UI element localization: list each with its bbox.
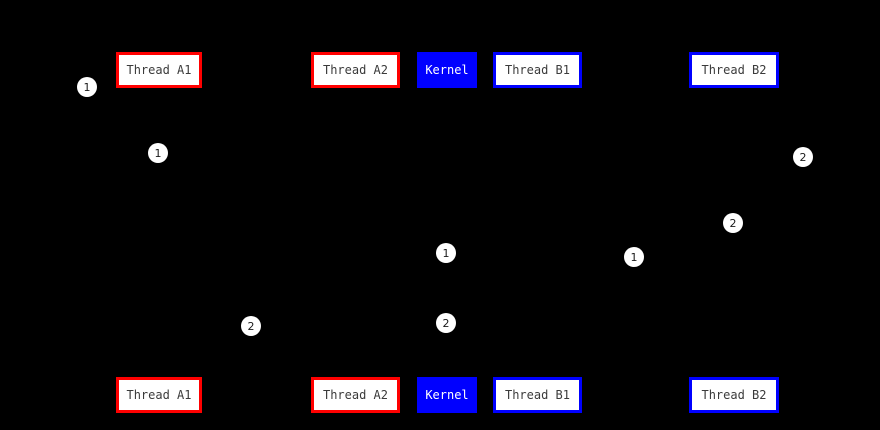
participant-box-thread-b2-top[interactable]: Thread B2 bbox=[689, 52, 779, 88]
lifeline-thread-a1 bbox=[159, 88, 160, 377]
lifeline-thread-b1 bbox=[538, 88, 539, 377]
participant-label: Thread A1 bbox=[126, 388, 192, 402]
sequence-badge: 2 bbox=[793, 147, 813, 167]
participant-label: Kernel bbox=[425, 388, 469, 402]
participant-box-thread-a2-bottom[interactable]: Thread A2 bbox=[311, 377, 400, 413]
participant-label: Thread B2 bbox=[701, 63, 767, 77]
message-arrow bbox=[447, 223, 734, 224]
sequence-badge: 2 bbox=[723, 213, 743, 233]
message-arrow bbox=[159, 253, 447, 254]
participant-box-thread-b2-bottom[interactable]: Thread B2 bbox=[689, 377, 779, 413]
sequence-badge: 2 bbox=[436, 313, 456, 333]
participant-box-thread-a1-top[interactable]: Thread A1 bbox=[116, 52, 202, 88]
participant-label: Thread B1 bbox=[504, 63, 571, 77]
sequence-badge: 1 bbox=[624, 247, 644, 267]
participant-label: Thread A1 bbox=[126, 63, 192, 77]
sequence-badge: 1 bbox=[77, 77, 97, 97]
sequence-badge: 1 bbox=[148, 143, 168, 163]
participant-label: Thread A2 bbox=[322, 388, 389, 402]
participant-box-thread-a1-bottom[interactable]: Thread A1 bbox=[116, 377, 202, 413]
sequence-badge: 1 bbox=[436, 243, 456, 263]
participant-label: Kernel bbox=[425, 63, 469, 77]
message-arrow bbox=[159, 153, 447, 154]
lifeline-kernel bbox=[447, 88, 448, 377]
participant-label: Thread B2 bbox=[701, 388, 767, 402]
message-arrow bbox=[447, 157, 734, 158]
lifeline-thread-a2 bbox=[356, 88, 357, 377]
participant-label: Thread B1 bbox=[504, 388, 571, 402]
participant-box-kernel-top[interactable]: Kernel bbox=[417, 52, 477, 88]
sequence-badge: 2 bbox=[241, 316, 261, 336]
participant-label: Thread A2 bbox=[322, 63, 389, 77]
participant-box-thread-a2-top[interactable]: Thread A2 bbox=[311, 52, 400, 88]
participant-box-thread-b1-top[interactable]: Thread B1 bbox=[493, 52, 582, 88]
participant-box-thread-b1-bottom[interactable]: Thread B1 bbox=[493, 377, 582, 413]
participant-box-kernel-bottom[interactable]: Kernel bbox=[417, 377, 477, 413]
